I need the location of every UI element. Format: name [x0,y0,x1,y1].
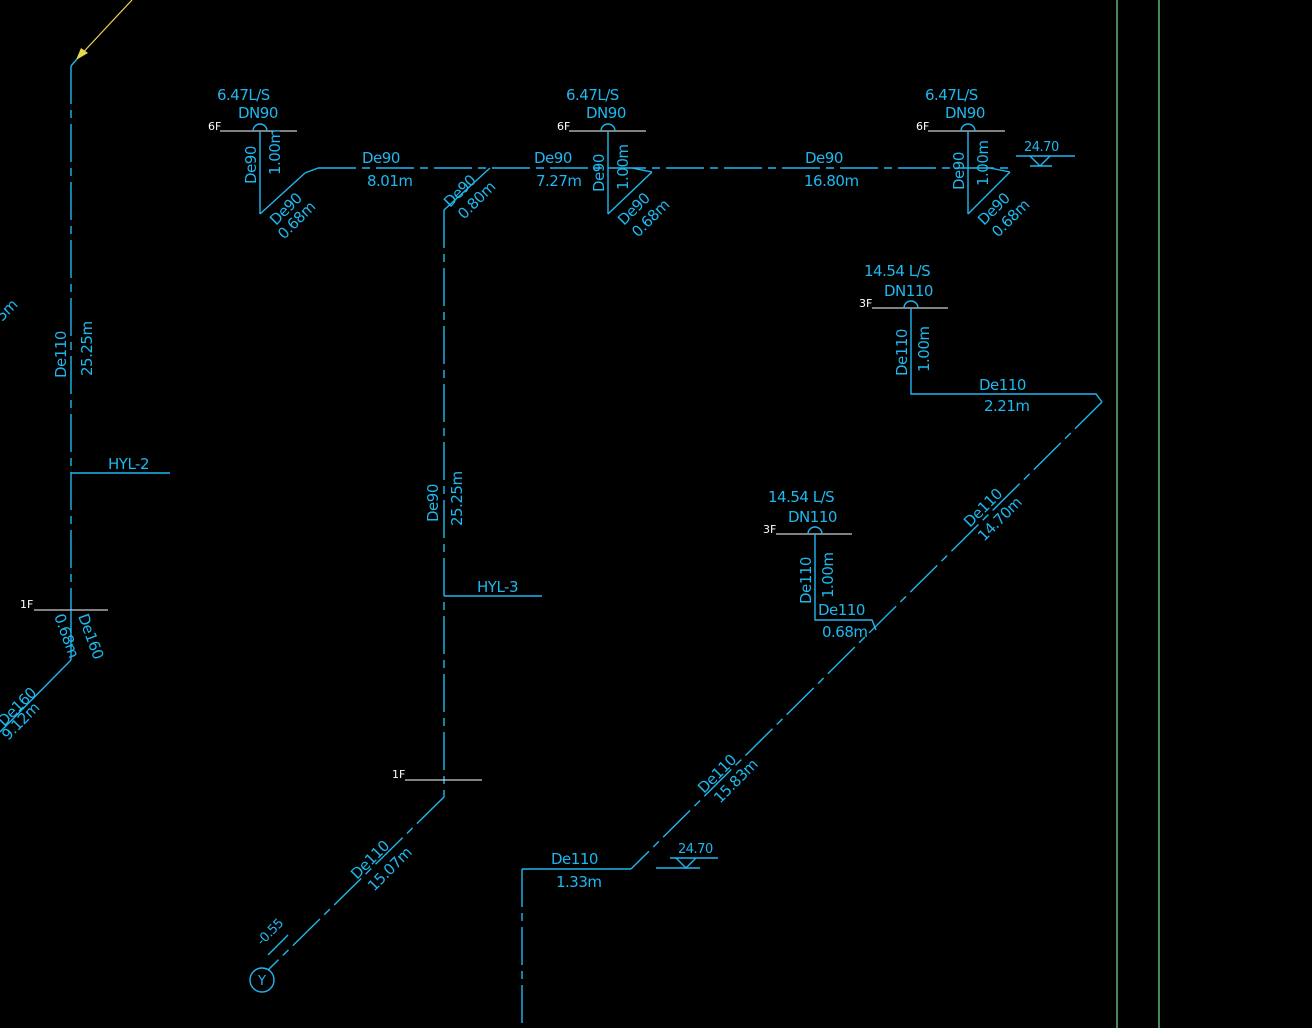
fixture1-floor: 6F [208,120,221,133]
r1-diag-pipe [630,401,1103,870]
stack2-outlet [267,796,445,971]
fixture4-floor: 3F [859,297,872,310]
fixture2-floor: 6F [557,120,570,133]
r1-vert-de: De110 [893,329,911,376]
fixture2-dn: DN90 [586,104,626,122]
mid-vert-de: De90 [590,154,608,192]
fixture4-trap-icon [903,300,919,309]
fixture2-trap-icon [600,123,616,132]
fixture1-diag [259,172,306,215]
floor-1f-tag-a: 1F [20,598,33,611]
stack2-len: 25.25m [448,471,466,526]
top-left-vert-len: 1.00m [266,129,284,175]
fixture2-elbow [631,167,653,173]
stack2-de: De90 [424,484,442,522]
fixture4-flow: 14.54 L/S [864,262,930,280]
stack1-arrow-line [75,0,133,61]
top-seg1-de: De90 [362,149,400,167]
r1-pipe [910,308,1103,403]
r1-horiz-de: De110 [979,376,1026,394]
fixture3-flow: 6.47L/S [925,86,978,104]
top-seg2-de: De90 [534,149,572,167]
fixture5-flow: 14.54 L/S [768,488,834,506]
top-seg3-len: 16.80m [804,172,859,190]
elev-outlet-line [267,934,289,956]
fixture3-trap-icon [960,123,976,132]
stack1-de: De110 [52,331,70,378]
edge-partial-label: 5m [0,296,21,325]
stack1-outlet [0,659,72,733]
mid-vert-len: 1.00m [614,144,632,190]
r2-pipe [814,534,877,631]
fixture1-elbow [304,167,319,174]
fixture2-flow: 6.47L/S [566,86,619,104]
r1-vert-len: 1.00m [915,326,933,372]
stack1-arrow-icon [76,48,88,60]
fixture1-dn: DN90 [238,104,278,122]
top-seg3-de: De90 [805,149,843,167]
r2-horiz-len: 0.68m [822,623,868,641]
right-vert-len: 1.00m [974,140,992,186]
fixture2-diag [607,171,653,215]
stack1-top-elbow [70,58,78,67]
r1-horiz-len: 2.21m [984,397,1030,415]
top-seg1-len: 8.01m [367,172,413,190]
fixture4-dn: DN110 [884,282,933,300]
bottom-seg-len: 1.33m [556,873,602,891]
fixture5-floor: 3F [763,523,776,536]
outlet-symbol-label: Y [257,974,266,989]
elev-top-label: 24.70 [1024,140,1059,155]
right-vert-de: De90 [950,152,968,190]
r2-vert-len: 1.00m [819,552,837,598]
fixture1-trap-icon [252,123,268,132]
r2-vert-de: De110 [797,557,815,604]
fixture3-floor: 6F [916,120,929,133]
top-seg2-len: 7.27m [536,172,582,190]
elev-outlet-label: -0.55 [254,916,287,949]
hyl3-tag: HYL-3 [477,578,518,596]
fixture5-trap-icon [807,526,823,535]
stack2-top-diag [443,167,491,211]
bottom-seg-de: De110 [551,850,598,868]
fixture3-diag [967,171,1011,215]
outlet-symbol-icon [249,967,275,993]
stack1-len: 25.25m [78,321,96,376]
elev-bottom-label: 24.70 [678,842,713,857]
fixture3-dn: DN90 [945,104,985,122]
r2-horiz-de: De110 [818,601,865,619]
elev-top-marker-icon [1029,155,1051,167]
fixture5-dn: DN110 [788,508,837,526]
hyl2-tag: HYL-2 [108,455,149,473]
elev-bottom-marker-icon [675,857,697,869]
fixture3-elbow [989,167,1011,173]
fixture1-flow: 6.47L/S [217,86,270,104]
floor-1f-tag-b: 1F [392,768,405,781]
top-left-vert-de: De90 [242,146,260,184]
